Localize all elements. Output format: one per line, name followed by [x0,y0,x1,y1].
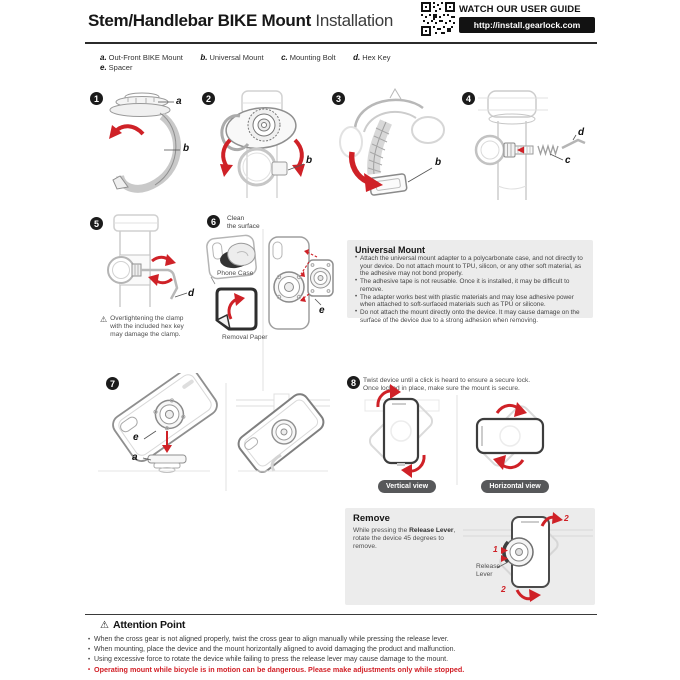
remove-step-2-marker: 2 [564,513,569,523]
universal-mount-title: Universal Mount [355,245,426,255]
part-label-a: a [176,96,182,107]
step-2-number: 2 [202,92,215,105]
release-lever-diagram [463,512,593,602]
legend-item-c: c.Mounting Bolt [281,53,336,62]
step-5-number: 5 [90,217,103,230]
step-8-figure: 8 Twist device until a click is heard to… [345,373,597,500]
qr-code-icon [421,2,455,36]
warning-icon: ⚠ [100,315,108,324]
universal-mount-bullet: The adhesive tape is not reusable. Once … [355,278,585,293]
overtighten-warning-text: Overtightening the clamp with the includ… [110,315,184,338]
attention-section: ⚠ Attention Point When the cross gear is… [88,619,597,675]
header-divider [85,42,597,44]
step-8-number: 8 [347,376,360,389]
universal-mount-note: Universal Mount Attach the universal mou… [347,240,593,324]
strap-wrap-diagram [339,88,445,196]
twist-lock-diagram [364,384,545,485]
step-7-figure: 7 [88,373,333,500]
mount-front-view-diagram [220,90,305,198]
out-front-mount-diagram [109,92,181,193]
guide-url-badge: http://install.gearlock.com [459,17,595,33]
part-label-c: c [565,155,571,166]
step-5-figure: 5 d ⚠ Overtightening the clamp with the … [88,213,203,353]
horizontal-view-badge: Horizontal view [481,480,549,493]
part-label-d: d [578,127,585,138]
attach-phone-diagram [98,373,330,491]
step-4-figure: 4 d c [460,88,597,203]
universal-mount-bullet: The adapter works best with plastic mate… [355,294,585,309]
hex-key-tighten-diagram [107,214,188,307]
remove-instruction: While pressing the Release Lever, rotate… [353,527,456,550]
step-1-figure: 1 a b [88,88,200,203]
clean-surface-label: Clean the surface [227,215,260,230]
step-4-number: 4 [462,92,475,105]
step-1-number: 1 [90,92,103,105]
legend-item-d: d.Hex Key [353,53,391,62]
legend-item-e: e.Spacer [100,63,133,72]
page-title-bold: Stem/Handlebar BIKE Mount [88,11,311,30]
part-label-e: e [319,305,325,316]
page-title: Stem/Handlebar BIKE Mount Installation [88,11,393,31]
warning-icon: ⚠ [100,619,109,631]
remove-section: Remove While pressing the Release Lever,… [345,508,595,605]
step-3-figure: 3 b [330,88,457,203]
attention-bullets: When the cross gear is not aligned prope… [88,635,597,675]
remove-step-2-marker: 2 [501,584,506,594]
overtighten-warning: ⚠ Overtightening the clamp with the incl… [100,315,200,339]
adhesive-prep-diagram [206,229,334,391]
step-6-figure: 6 [205,213,340,395]
legend-item-b: b.Universal Mount [200,53,264,62]
part-label-d: d [188,288,195,299]
step-2-figure: 2 b [200,88,325,203]
remove-step-1-marker: 1 [493,544,498,554]
watch-user-guide-label: WATCH OUR USER GUIDE [459,4,581,15]
vertical-view-badge: Vertical view [378,480,436,493]
attention-warning-bullet: Operating mount while bicycle is in moti… [88,665,597,675]
attention-title-row: ⚠ Attention Point [100,619,597,631]
release-lever-label: Release Lever [476,563,501,578]
parts-legend: a.Out-Front BIKE Mount b.Universal Mount… [100,47,520,65]
remove-title: Remove [353,513,390,524]
twist-instruction: Twist device until a click is heard to e… [363,377,531,392]
step-6-number: 6 [207,215,220,228]
footer-divider [85,614,597,615]
attention-bullet: Using excessive force to rotate the devi… [88,655,597,665]
universal-mount-bullet: Attach the universal mount adapter to a … [355,255,585,278]
step-7-number: 7 [106,377,119,390]
attention-title: Attention Point [112,619,186,631]
attention-bullet: When mounting, place the device and the … [88,645,597,655]
phone-case-label: Phone Case [217,270,254,277]
part-label-b: b [306,155,313,166]
part-label-a: a [132,452,138,463]
attention-bullet: When the cross gear is not aligned prope… [88,635,597,645]
step-3-number: 3 [332,92,345,105]
page-title-light: Installation [310,11,394,30]
removal-paper-label: Removal Paper [222,334,268,341]
legend-item-a: a.Out-Front BIKE Mount [100,53,183,62]
part-label-b: b [435,157,442,168]
part-label-b: b [183,143,190,154]
universal-mount-bullet: Do not attach the mount directly onto th… [355,309,585,324]
part-label-e: e [133,432,139,443]
mounting-bolt-diagram [474,90,586,200]
